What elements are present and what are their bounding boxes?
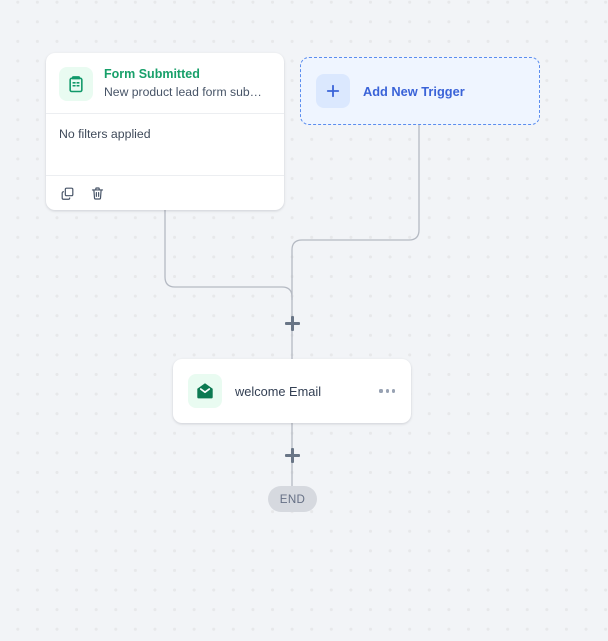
add-step-top-button[interactable] xyxy=(285,316,300,331)
add-step-bottom-button[interactable] xyxy=(285,448,300,463)
action-node-label: welcome Email xyxy=(235,383,322,399)
trigger-card-body: No filters applied xyxy=(46,114,284,175)
action-node-welcome-email[interactable]: welcome Email xyxy=(173,359,411,423)
envelope-icon xyxy=(188,374,222,408)
trigger-card-footer xyxy=(46,176,284,210)
trigger-subtitle: New product lead form submi... xyxy=(104,85,270,99)
trigger-node-card[interactable]: Form Submitted New product lead form sub… xyxy=(46,53,284,210)
trigger-title: Form Submitted xyxy=(104,67,200,81)
add-new-trigger-label: Add New Trigger xyxy=(363,83,465,99)
kebab-menu-icon[interactable] xyxy=(377,384,397,397)
trigger-header-text: Form Submitted New product lead form sub… xyxy=(104,67,271,100)
trigger-card-divider-top xyxy=(46,113,284,114)
clipboard-icon xyxy=(59,66,93,101)
end-badge: END xyxy=(268,486,317,512)
duplicate-icon[interactable] xyxy=(59,185,76,202)
trigger-card-divider-bottom xyxy=(46,175,284,176)
add-new-trigger-button[interactable]: Add New Trigger xyxy=(300,57,540,125)
filters-status-text: No filters applied xyxy=(59,127,151,141)
plus-icon xyxy=(316,74,350,108)
trigger-card-header: Form Submitted New product lead form sub… xyxy=(46,53,284,113)
delete-icon[interactable] xyxy=(89,185,106,202)
